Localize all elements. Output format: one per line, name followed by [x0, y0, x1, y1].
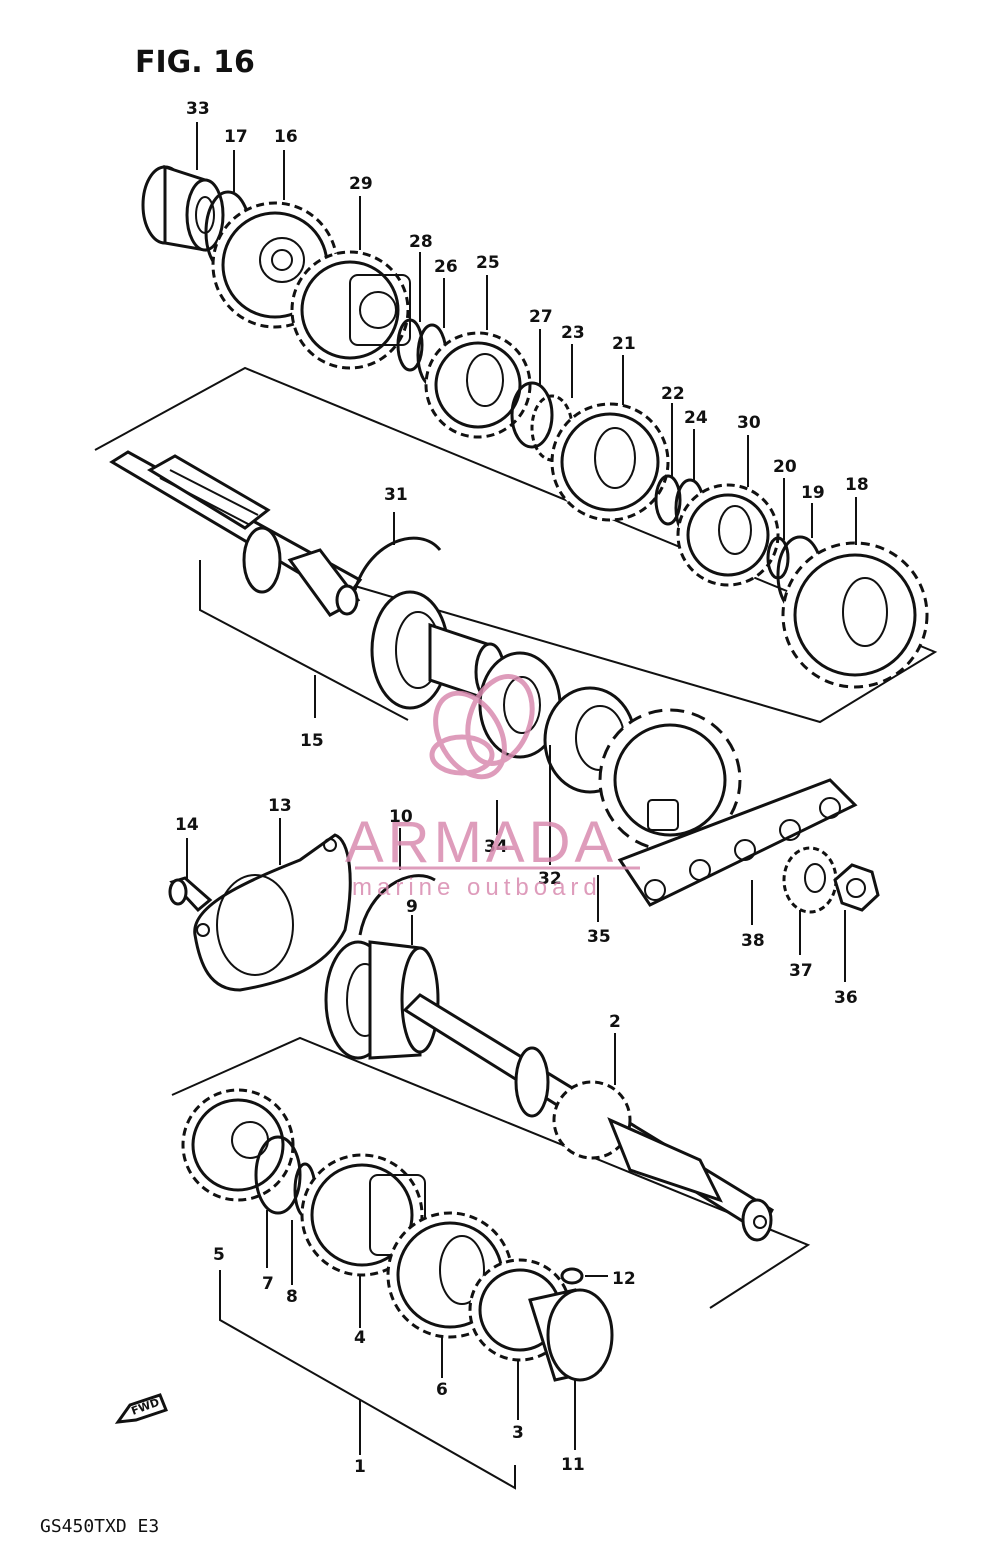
upper-group-frame: [94, 366, 938, 724]
callout-labels: 33 17 16 29 28 26 25 27 23 21 22 24 30 2…: [175, 99, 869, 1477]
callout-6: 6: [436, 1380, 448, 1400]
callout-10: 10: [389, 807, 413, 827]
callout-35: 35: [587, 927, 611, 947]
shaft-2: [402, 993, 775, 1242]
callout-30: 30: [737, 413, 761, 433]
circlip-10: [358, 874, 436, 936]
forward-direction-marker: FWD: [114, 1393, 168, 1424]
sprocket-35: [598, 708, 742, 852]
model-code: GS450TXD E3: [40, 1516, 159, 1537]
callout-19: 19: [801, 483, 825, 503]
gear-25: [424, 331, 532, 439]
callout-25: 25: [476, 253, 500, 273]
callout-28: 28: [409, 232, 433, 252]
callout-1: 1: [354, 1457, 366, 1477]
pin-12: [560, 1267, 584, 1285]
callout-3: 3: [512, 1423, 524, 1443]
callout-33: 33: [186, 99, 210, 119]
shaft-15: [109, 450, 363, 617]
washer-7: [254, 1135, 302, 1215]
washer-27: [510, 381, 554, 449]
callout-18: 18: [845, 475, 869, 495]
circlip-22: [654, 474, 682, 526]
callout-32: 32: [538, 869, 562, 889]
callout-26: 26: [434, 257, 458, 277]
callout-15: 15: [300, 731, 324, 751]
callout-37: 37: [789, 961, 813, 981]
callout-31: 31: [384, 485, 408, 505]
lower-assembly: [171, 940, 811, 1490]
circlip-28: [396, 318, 424, 372]
callout-11: 11: [561, 1455, 585, 1475]
upper-assembly: [94, 164, 938, 724]
bolt-14: [168, 876, 213, 913]
callout-leaders: [186, 122, 857, 1085]
circlip-31: [353, 536, 442, 591]
lock-washer-37: [782, 846, 838, 914]
bushing-11: [528, 1288, 614, 1382]
figure-title: FIG. 16: [135, 45, 255, 80]
gear-30: [676, 483, 780, 587]
callout-23: 23: [561, 323, 585, 343]
left-assembly: [168, 833, 436, 992]
callout-38: 38: [741, 931, 765, 951]
retainer-plate-13: [193, 833, 352, 992]
callout-4: 4: [354, 1328, 366, 1348]
callout-7: 7: [262, 1274, 274, 1294]
gear-29: [290, 250, 411, 370]
lower-group-frame: [171, 1036, 811, 1309]
callout-14: 14: [175, 815, 199, 835]
callout-8: 8: [286, 1287, 298, 1307]
gear-5: [181, 1088, 295, 1202]
gear-21: [550, 402, 670, 522]
watermark-logo-icon: [429, 673, 535, 780]
callout-16: 16: [274, 127, 298, 147]
callout-29: 29: [349, 174, 373, 194]
nut-36: [833, 863, 880, 912]
bearing-9: [324, 940, 440, 1060]
callout-34: 34: [484, 837, 508, 857]
callout-22: 22: [661, 384, 685, 404]
callout-21: 21: [612, 334, 636, 354]
callout-24: 24: [684, 408, 708, 428]
callout-9: 9: [406, 897, 418, 917]
callout-12: 12: [612, 1269, 636, 1289]
callout-27: 27: [529, 307, 553, 327]
callout-2: 2: [609, 1012, 621, 1032]
callout-5: 5: [213, 1245, 225, 1265]
callout-13: 13: [268, 796, 292, 816]
bearing-33: [141, 164, 225, 252]
drive-chain-38: [617, 778, 858, 907]
callout-36: 36: [834, 988, 858, 1008]
watermark-brand: ARMADA: [345, 810, 617, 875]
callout-20: 20: [773, 457, 797, 477]
watermark-tagline: marine outboard: [352, 874, 602, 901]
watermark: ARMADA marine outboard: [345, 673, 640, 901]
callout-17: 17: [224, 127, 248, 147]
gear-18: [781, 541, 929, 689]
